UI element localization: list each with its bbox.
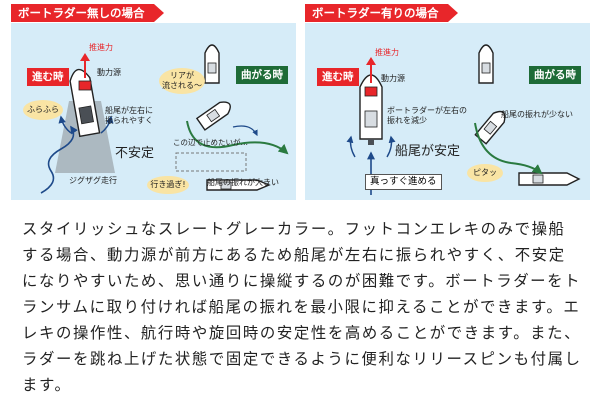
thrust-label: 推進力 xyxy=(89,43,113,52)
power-label: 動力源 xyxy=(97,68,121,77)
stable-label: 船尾が安定 xyxy=(395,144,461,159)
stop-zone-dash-shape xyxy=(175,152,247,172)
panel-with-rudder: ボートラダー有りの場合 進む時 xyxy=(305,4,590,200)
go-badge: 進む時 xyxy=(27,68,69,86)
wobble-arrow-right-shape xyxy=(100,115,114,134)
wobbly-boat-shape xyxy=(69,68,101,138)
power-label: 動力源 xyxy=(381,74,405,83)
turn-badge: 曲がる時 xyxy=(529,66,581,84)
stable-arrow-right-shape xyxy=(386,135,396,158)
perfect-bubble: ピタッ xyxy=(467,164,503,182)
small-swing-label: 船尾の振れが少ない xyxy=(501,110,573,119)
swing-arc-shape xyxy=(232,125,258,137)
turn-boat-top-shape xyxy=(204,44,220,84)
panel-without-rudder: ボートラダー無しの場合 xyxy=(11,4,296,200)
diagram-with-rudder xyxy=(346,44,581,195)
want-to-stop-label: この辺で止めたいが… xyxy=(173,138,248,147)
motor-dot-shape xyxy=(364,86,378,97)
turn-boat-top-shape xyxy=(478,44,494,84)
overshoot-bubble: 行き過ぎ! xyxy=(147,176,189,194)
zigzag-path-shape xyxy=(40,125,78,194)
description-text: スタイリッシュなスレートグレーカラー。フットコンエレキのみで操船する場合、動力源… xyxy=(22,220,582,394)
turn-path-arrow-shape xyxy=(186,120,289,155)
straight-label: 真っすぐ進める xyxy=(365,174,442,190)
zigzag-label: ジグザグ走行 xyxy=(69,176,117,185)
panel-title: ボートラダー無しの場合 xyxy=(11,4,163,22)
straight-boat-shape xyxy=(359,74,383,145)
turn-boat-mid-shape xyxy=(195,101,231,131)
rear-drift-bubble: リアが 流される〜 xyxy=(159,68,205,94)
motor-dot-shape xyxy=(78,80,92,91)
wobble-bubble: ふらふら xyxy=(23,100,63,120)
wobble-trail-shape xyxy=(55,101,115,173)
turn-path-arrow-shape xyxy=(474,122,543,175)
turn-boat-mid-shape xyxy=(474,110,506,145)
diagram-without-rudder xyxy=(40,44,289,194)
unstable-label: 不安定 xyxy=(115,146,155,161)
turn-boat-bottom-shape xyxy=(206,179,271,191)
panel-title: ボートラダー有りの場合 xyxy=(305,4,457,22)
stable-arrow-left-shape xyxy=(346,135,356,158)
thrust-label: 推進力 xyxy=(375,48,399,57)
wobble-arrow-left-shape xyxy=(58,115,72,134)
big-swing-label: 船尾の振れが大きい xyxy=(207,178,279,187)
stern-swing-label: 船尾が左右に 振られやすく xyxy=(105,106,153,125)
reduced-swing-label: ボートラダーが左右の 振れを減少 xyxy=(387,106,467,125)
turn-boat-bottom-shape xyxy=(518,172,581,186)
turn-badge: 曲がる時 xyxy=(236,66,288,84)
go-badge: 進む時 xyxy=(317,68,359,86)
